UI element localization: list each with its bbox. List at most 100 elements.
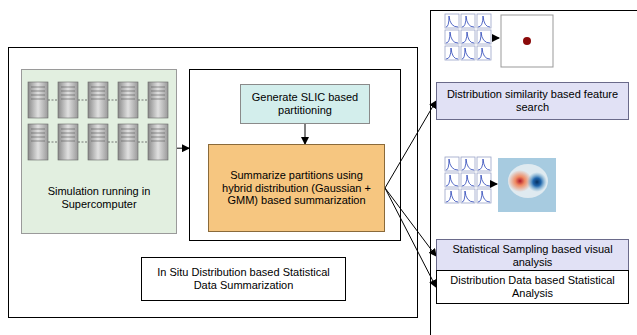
- server-unit: [58, 82, 78, 118]
- arrow-connector: [385, 101, 436, 188]
- server-slot: [151, 133, 165, 134]
- server-slot: [151, 141, 165, 142]
- server-slot: [31, 95, 45, 96]
- density-curve: [446, 16, 458, 27]
- server-slot: [151, 137, 165, 138]
- server-link: [78, 142, 88, 143]
- server-slot: [91, 137, 105, 138]
- density-curve: [462, 191, 474, 202]
- illustration-arrow: [493, 184, 497, 185]
- server-slot: [61, 91, 75, 92]
- plot-cell: [445, 189, 459, 203]
- heatmap-cold: [527, 172, 547, 192]
- node-label: Statistical Sampling based visual analys…: [443, 243, 622, 269]
- density-curve: [478, 191, 490, 202]
- density-curve: [462, 32, 474, 43]
- output-box: Distribution Data based Statistical Anal…: [436, 270, 629, 304]
- output-frame: Distribution similarity based feature se…: [430, 10, 637, 335]
- server-slot: [121, 91, 135, 92]
- server-slot: [31, 137, 45, 138]
- density-curve: [446, 48, 458, 59]
- process-box: Summarize partitions using hybrid distri…: [208, 144, 385, 232]
- plot-cell: [445, 157, 459, 171]
- system-frame: Simulation running in Supercomputer Gener…: [8, 47, 418, 318]
- plot-cell: [477, 30, 491, 44]
- server-link: [138, 142, 148, 143]
- plot-cell: [445, 30, 459, 44]
- server-slot: [91, 133, 105, 134]
- output-box: Statistical Sampling based visual analys…: [436, 239, 629, 273]
- server-unit: [148, 124, 168, 160]
- summarization-frame: Generate SLIC based partitioningSummariz…: [189, 69, 401, 241]
- output-box: Distribution similarity based feature se…: [436, 82, 629, 120]
- density-curve: [462, 159, 474, 170]
- server-slot: [91, 91, 105, 92]
- density-curve: [446, 159, 458, 170]
- process-box: Generate SLIC based partitioning: [240, 84, 370, 124]
- plot-cell: [445, 46, 459, 60]
- distribution-grid: [445, 157, 491, 203]
- server-slot: [61, 99, 75, 100]
- arrow-connector: [385, 188, 436, 287]
- server-slot: [121, 95, 135, 96]
- plot-cell: [477, 173, 491, 187]
- server-slot: [121, 137, 135, 138]
- sampling-heatmap: [498, 158, 556, 212]
- node-label: Simulation running in Supercomputer: [28, 185, 170, 211]
- server-slot: [91, 99, 105, 100]
- density-curve: [478, 32, 490, 43]
- plot-cell: [461, 46, 475, 60]
- server-slot: [61, 129, 75, 130]
- server-slot: [121, 129, 135, 130]
- server-unit: [88, 82, 108, 118]
- server-slot: [121, 133, 135, 134]
- plot-cell: [477, 14, 491, 28]
- plot-cell: [445, 14, 459, 28]
- node-label: Generate SLIC based partitioning: [247, 91, 363, 117]
- density-curve: [462, 175, 474, 186]
- server-slot: [61, 95, 75, 96]
- simulation-box: Simulation running in Supercomputer: [21, 69, 177, 234]
- node-label: Distribution Data based Statistical Anal…: [443, 274, 622, 300]
- server-link: [138, 100, 148, 101]
- plot-cell: [477, 157, 491, 171]
- node-label: In Situ Distribution based Statistical D…: [148, 266, 339, 292]
- density-curve: [478, 175, 490, 186]
- density-curve: [462, 48, 474, 59]
- density-curve: [446, 191, 458, 202]
- server-slot: [31, 133, 45, 134]
- server-slot: [151, 99, 165, 100]
- server-illustration: [22, 70, 178, 235]
- density-curve: [478, 16, 490, 27]
- server-link: [48, 100, 58, 101]
- server-unit: [88, 124, 108, 160]
- caption-box: In Situ Distribution based Statistical D…: [141, 257, 346, 301]
- server-slot: [31, 87, 45, 88]
- density-curve: [446, 175, 458, 186]
- server-unit: [148, 82, 168, 118]
- illustration-arrow: [493, 38, 499, 39]
- node-label: Distribution similarity based feature se…: [443, 88, 622, 114]
- density-curve: [478, 48, 490, 59]
- server-slot: [121, 141, 135, 142]
- plot-cell: [461, 189, 475, 203]
- server-slot: [31, 129, 45, 130]
- density-curve: [478, 159, 490, 170]
- server-slot: [151, 95, 165, 96]
- density-curve: [446, 32, 458, 43]
- node-label: Summarize partitions using hybrid distri…: [215, 169, 378, 208]
- server-unit: [28, 124, 48, 160]
- server-slot: [61, 133, 75, 134]
- server-slot: [151, 91, 165, 92]
- server-slot: [61, 137, 75, 138]
- server-unit: [58, 124, 78, 160]
- server-slot: [31, 141, 45, 142]
- server-slot: [91, 129, 105, 130]
- server-link: [78, 100, 88, 101]
- server-slot: [151, 87, 165, 88]
- feature-result-box: [501, 15, 553, 67]
- server-unit: [28, 82, 48, 118]
- plot-cell: [477, 189, 491, 203]
- arrow-connector: [385, 188, 436, 256]
- server-link: [48, 142, 58, 143]
